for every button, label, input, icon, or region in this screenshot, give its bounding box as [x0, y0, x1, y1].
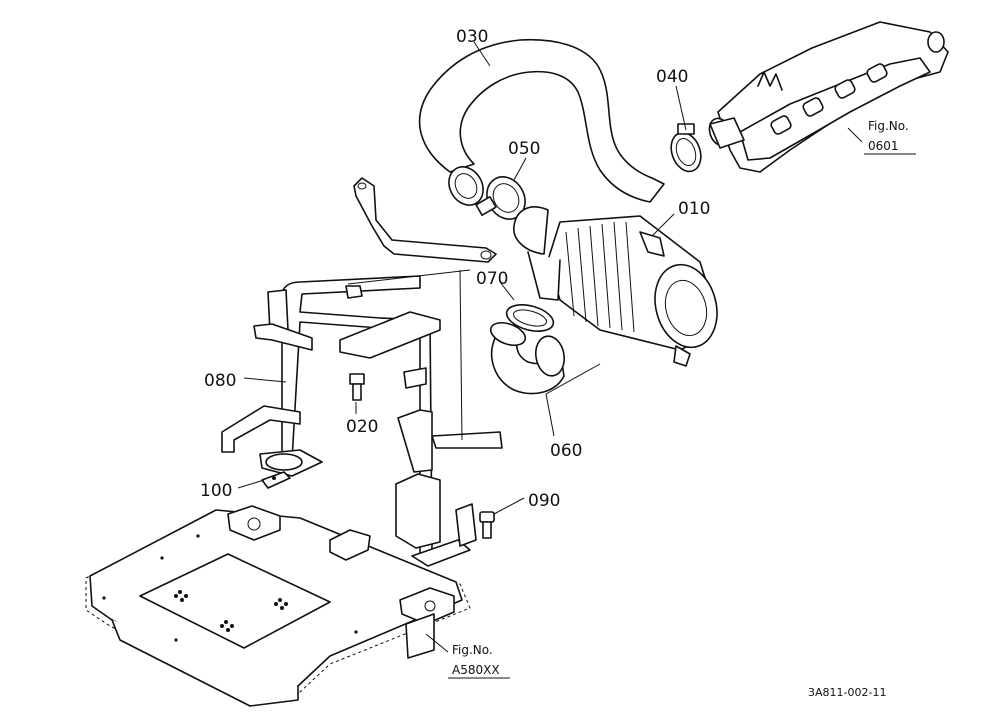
callout-030: 030: [456, 27, 488, 47]
clamp-band-100: [261, 471, 291, 489]
callout-100: 100: [200, 481, 232, 501]
callout-080: 080: [204, 371, 236, 391]
clamp-050: [475, 176, 526, 220]
manifold-drawing: [708, 21, 949, 173]
callout-040: 040: [656, 67, 688, 87]
mounting-frame-080: [221, 269, 503, 567]
fig-ref-manifold-line1: Fig.No.: [868, 119, 909, 133]
callout-060: 060: [550, 441, 582, 461]
hose-030: [418, 38, 665, 206]
callout-050: 050: [508, 139, 540, 159]
elbow-hose-060: [489, 321, 566, 395]
upper-bracket: [353, 177, 497, 263]
base-plate: [85, 505, 471, 707]
clamp-070: [505, 304, 555, 332]
callout-090: 090: [528, 491, 560, 511]
fig-ref-frame-line1: Fig.No.: [452, 643, 493, 657]
drawing-code: 3A811-002-11: [808, 686, 886, 699]
bolt-090: [479, 511, 495, 539]
callout-020: 020: [346, 417, 378, 437]
fig-ref-frame-line2: A580XX: [452, 663, 500, 677]
callout-070: 070: [476, 269, 508, 289]
callout-010: 010: [678, 199, 710, 219]
clamp-040: [670, 123, 702, 173]
leader-lines: [237, 41, 863, 653]
bolt-020: [349, 373, 365, 401]
air-cleaner-010: [513, 206, 718, 367]
grille-dots: [174, 590, 288, 632]
fig-ref-manifold-line2: 0601: [868, 139, 899, 153]
